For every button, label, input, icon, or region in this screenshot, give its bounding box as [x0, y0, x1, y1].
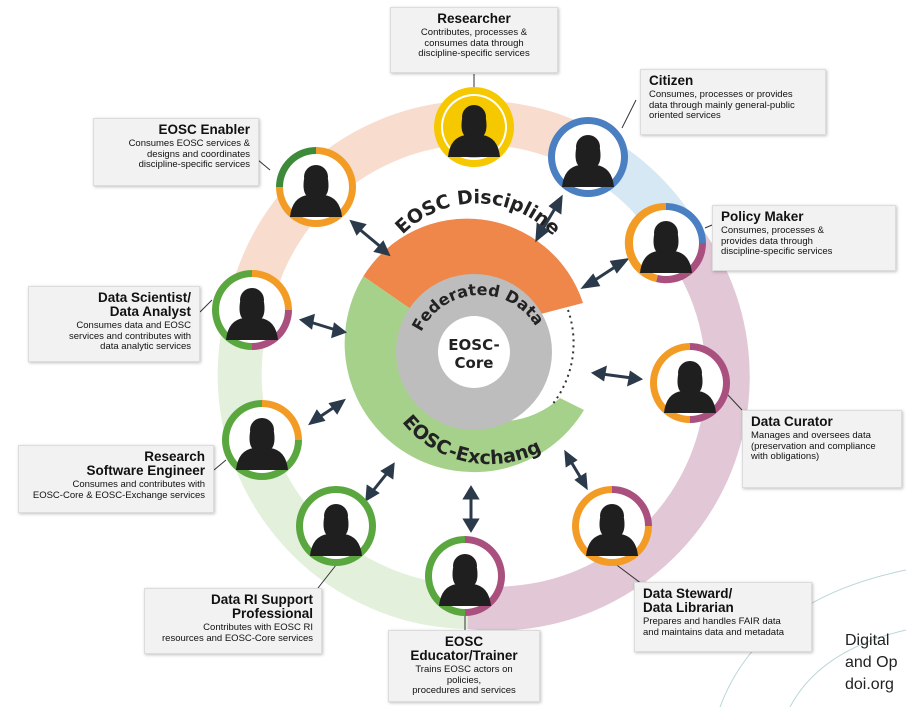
curator-desc-1: Manages and oversees data — [751, 430, 871, 441]
researcher-box: Researcher Contributes, processes & cons… — [390, 7, 558, 73]
policy-title: Policy Maker — [721, 209, 804, 224]
support-title-2: Professional — [231, 606, 313, 621]
scientist-title-2: Data Analyst — [109, 304, 191, 319]
citizen-desc-3: oriented services — [649, 110, 721, 121]
enabler-box: EOSC Enabler Consumes EOSC services & de… — [93, 118, 259, 186]
citizen-box: Citizen Consumes, processes or provides … — [640, 69, 826, 135]
educator-desc-1: Trains EOSC actors on policies, — [415, 664, 513, 686]
avatar-educator — [425, 536, 505, 616]
policy-desc-1: Consumes, processes & — [721, 225, 824, 236]
arrow-citizen — [535, 194, 563, 243]
core-label-line1: EOSC- — [448, 336, 499, 354]
scientist-desc-3: data analytic services — [100, 341, 191, 352]
scientist-title-1: Data Scientist/ — [97, 290, 191, 305]
arrow-steward — [564, 449, 588, 491]
footer-line-3: doi.org — [845, 676, 894, 693]
ring-segment-green — [217, 303, 469, 629]
support-title-1: Data RI Support — [210, 592, 313, 607]
educator-box: EOSC Educator/Trainer Trains EOSC actors… — [388, 630, 540, 702]
enabler-desc-3: discipline-specific services — [138, 159, 250, 170]
researcher-desc-2: consumes data through — [424, 37, 524, 49]
arrow-enabler — [349, 219, 391, 257]
avatar-rse — [222, 400, 302, 480]
enabler-desc-1: Consumes EOSC services & — [128, 138, 250, 149]
rse-desc-2: EOSC-Core & EOSC-Exchange services — [32, 489, 205, 501]
decorative-arc-2 — [789, 629, 906, 707]
avatar-support — [296, 486, 376, 566]
steward-desc-2: and maintains data and metadata — [643, 626, 785, 638]
researcher-title: Researcher — [437, 11, 511, 26]
rse-desc-1: Consumes and contributes with — [72, 479, 205, 490]
citizen-desc-1: Consumes, processes or provides — [649, 89, 793, 100]
avatar-steward — [572, 486, 652, 566]
core-label-line2: Core — [455, 354, 494, 372]
policy-box: Policy Maker Consumes, processes & provi… — [712, 205, 896, 271]
researcher-desc-1: Contributes, processes & — [420, 27, 528, 38]
arrow-rse — [308, 398, 346, 426]
avatar-curator — [650, 343, 730, 423]
citizen-title: Citizen — [649, 73, 694, 88]
enabler-desc-2: designs and coordinates — [147, 148, 250, 160]
educator-title-1: EOSC — [444, 634, 484, 649]
steward-desc-1: Prepares and handles FAIR data — [643, 616, 781, 627]
curator-desc-2: (preservation and compliance — [751, 440, 876, 452]
avatar-policy — [624, 202, 707, 284]
rse-title-1: Research — [144, 449, 205, 464]
avatar-enabler — [276, 147, 356, 227]
scientist-desc-1: Consumes data and EOSC — [76, 320, 191, 331]
steward-box: Data Steward/ Data Librarian Prepares an… — [634, 582, 812, 652]
policy-desc-2: provides data through — [721, 235, 813, 247]
curator-desc-3: with obligations) — [751, 451, 820, 462]
avatars — [212, 87, 730, 616]
avatar-citizen — [548, 117, 628, 197]
arrow-scientist — [298, 313, 348, 339]
scientist-desc-2: services and contributes with — [69, 330, 191, 342]
avatar-scientist — [212, 270, 292, 350]
steward-title-1: Data Steward/ — [643, 586, 733, 601]
support-desc-2: resources and EOSC-Core services — [162, 632, 313, 644]
curator-title: Data Curator — [751, 414, 833, 429]
footer-line-1: Digital — [845, 632, 890, 649]
ring-segment-mauve — [465, 212, 750, 631]
support-box: Data RI Support Professional Contributes… — [144, 588, 322, 654]
citizen-desc-2: data through mainly general-public — [649, 99, 795, 111]
arrow-curator — [590, 365, 644, 387]
core-circle — [438, 316, 510, 388]
eosc-core-rings — [344, 218, 584, 473]
arrow-educator — [462, 485, 480, 533]
interaction-arrows — [298, 194, 644, 533]
arrow-support — [365, 462, 395, 502]
curator-box: Data Curator Manages and oversees data (… — [742, 410, 902, 488]
rse-title-2: Software Engineer — [86, 463, 205, 478]
cropped-footer-text: Digital and Op doi.org — [845, 630, 906, 696]
steward-title-2: Data Librarian — [643, 600, 734, 615]
discipline-band — [363, 218, 583, 316]
avatar-researcher — [434, 87, 514, 167]
support-desc-1: Contributes with EOSC RI — [203, 622, 313, 633]
arrow-policy — [580, 257, 630, 290]
educator-desc-2: procedures and services — [412, 685, 516, 696]
policy-desc-3: discipline-specific services — [721, 246, 833, 257]
footer-line-2: and Op — [845, 654, 898, 671]
dotted-arc — [551, 309, 575, 406]
rse-box: Research Software Engineer Consumes and … — [18, 445, 214, 513]
enabler-title: EOSC Enabler — [158, 122, 250, 137]
scientist-box: Data Scientist/ Data Analyst Consumes da… — [28, 286, 200, 362]
researcher-desc-3: discipline-specific services — [418, 48, 530, 59]
educator-title-2: Educator/Trainer — [410, 648, 518, 663]
